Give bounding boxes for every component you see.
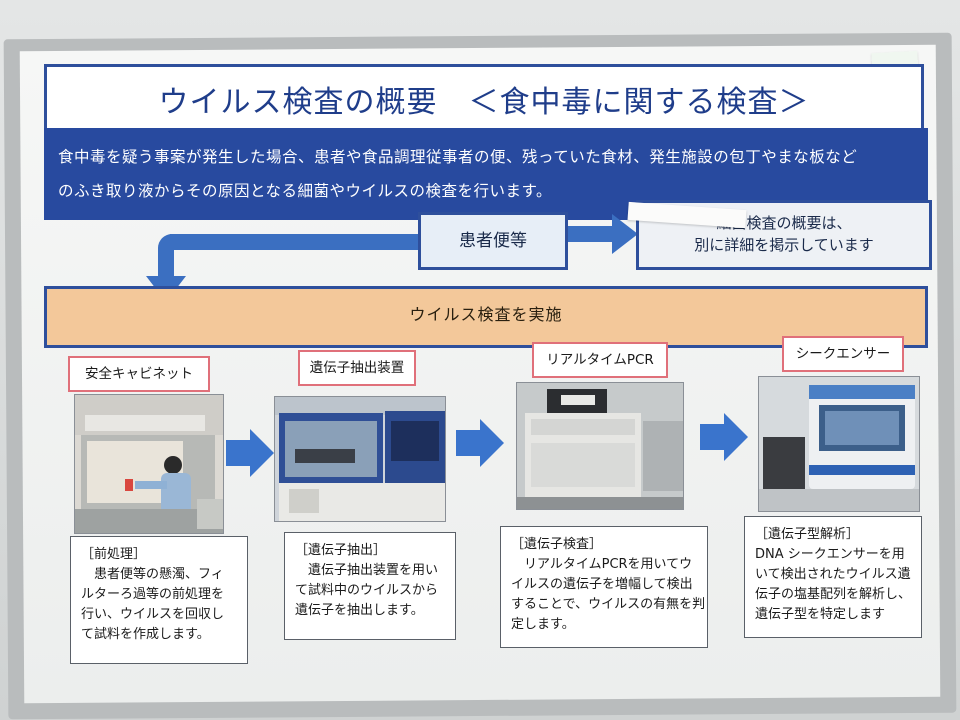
virus-test-banner: ウイルス検査を実施	[44, 286, 928, 348]
step-2-desc-line: ［遺伝子抽出］	[295, 543, 387, 558]
step-1-desc-line: 行い、ウイルスを回収し	[81, 607, 225, 622]
patient-sample-label: 患者便等	[459, 231, 527, 251]
safety-cabinet-photo	[74, 394, 224, 534]
step-arrow-3-bar	[700, 424, 726, 450]
flow-arrow-left-bar	[170, 234, 470, 250]
stage-label-realtime-pcr: リアルタイムPCR	[532, 342, 668, 378]
step-arrow-3-icon	[724, 413, 748, 461]
intro-line-1: 食中毒を疑う事案が発生した場合、患者や食品調理従事者の便、残っていた食材、発生施…	[58, 148, 858, 166]
step-3-desc-line: ［遺伝子検査］	[511, 537, 603, 552]
stage-label-sequencer: シークエンサー	[782, 336, 904, 372]
bacteria-note-line-1: 細菌検査の概要は、	[716, 214, 852, 232]
flow-arrow-right-bar	[560, 226, 616, 242]
bacteria-note-line-2: 別に詳細を掲示しています	[694, 236, 874, 254]
step-4-desc-line: 遺伝子型を特定します	[755, 607, 886, 622]
step-3-description: ［遺伝子検査］ リアルタイムPCRを用いてウ イルスの遺伝子を増幅して検出 する…	[500, 526, 708, 648]
step-4-desc-line: DNA シークエンサーを用	[755, 547, 905, 562]
step-1-desc-line: て試料を作成します。	[81, 627, 210, 642]
flow-arrow-down-bar	[158, 234, 174, 284]
step-1-desc-line: 患者便等の懸濁、フィ	[81, 567, 224, 582]
step-2-description: ［遺伝子抽出］ 遺伝子抽出装置を用い て試料中のウイルスから 遺伝子を抽出します…	[284, 532, 456, 640]
step-1-desc-line: ［前処理］	[81, 547, 147, 562]
step-1-description: ［前処理］ 患者便等の懸濁、フィ ルターろ過等の前処理を 行い、ウイルスを回収し…	[70, 536, 248, 664]
virus-test-banner-label: ウイルス検査を実施	[409, 305, 563, 324]
step-arrow-1-icon	[250, 429, 274, 477]
stage-label-safety-cabinet: 安全キャビネット	[68, 356, 210, 392]
step-3-desc-line: することで、ウイルスの有無を判	[511, 597, 706, 612]
step-2-desc-line: て試料中のウイルスから	[295, 583, 439, 598]
realtime-pcr-photo	[516, 382, 684, 510]
step-4-desc-line: いて検出されたウイルス遺	[755, 567, 911, 582]
step-4-description: ［遺伝子型解析］ DNA シークエンサーを用 いて検出されたウイルス遺 伝子の塩…	[744, 516, 922, 638]
step-4-desc-line: 伝子の塩基配列を解析し、	[755, 587, 912, 602]
flow-arrow-right-icon	[612, 214, 638, 254]
intro-line-2: のふき取り液からその原因となる細菌やウイルスの検査を行います。	[58, 182, 552, 200]
page-title: ウイルス検査の概要 ＜食中毒に関する検査＞	[158, 85, 810, 120]
step-3-desc-line: リアルタイムPCRを用いてウ	[511, 557, 693, 572]
step-3-desc-line: 定します。	[511, 617, 575, 632]
step-2-desc-line: 遺伝子抽出装置を用い	[295, 563, 439, 578]
step-arrow-2-icon	[480, 419, 504, 467]
step-2-desc-line: 遺伝子を抽出します。	[295, 603, 424, 618]
step-1-desc-line: ルターろ過等の前処理を	[81, 587, 225, 602]
patient-sample-box: 患者便等	[418, 212, 568, 270]
stage-label-extractor: 遺伝子抽出装置	[298, 350, 416, 386]
sequencer-photo	[758, 376, 920, 512]
step-arrow-1-bar	[226, 440, 252, 466]
gene-extractor-photo	[274, 396, 446, 522]
step-3-desc-line: イルスの遺伝子を増幅して検出	[511, 577, 693, 592]
step-4-desc-line: ［遺伝子型解析］	[755, 527, 860, 542]
step-arrow-2-bar	[456, 430, 482, 456]
title-box: ウイルス検査の概要 ＜食中毒に関する検査＞	[44, 64, 924, 134]
